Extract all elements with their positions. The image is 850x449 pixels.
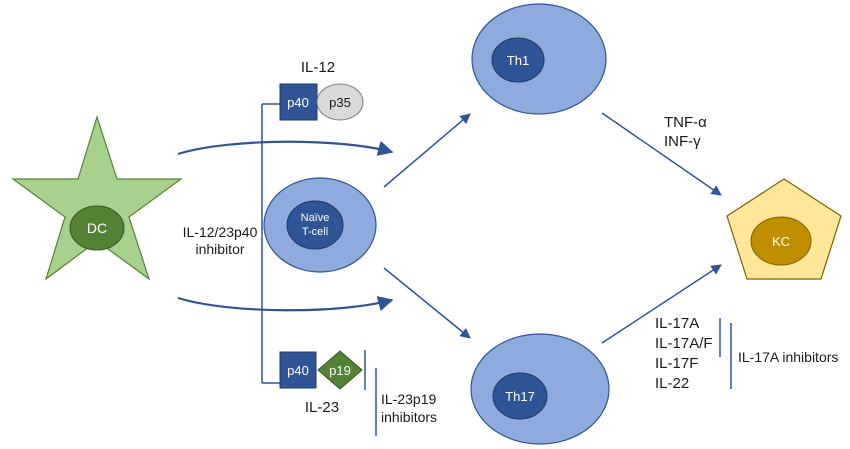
il23-title: IL-23 (305, 399, 339, 416)
th1-to-kc-arrow (601, 112, 722, 196)
il17-item: IL-17F (655, 355, 698, 372)
kc-label: KC (772, 234, 790, 249)
dc-to-tcell-upper-arc (177, 140, 394, 156)
il23-p19-label: p19 (329, 363, 351, 378)
il12-p40-box (279, 83, 318, 121)
p40-inhibitor-label-line1: IL-12/23p40 (183, 224, 258, 240)
il23-p40-box (279, 351, 317, 389)
naive-tcell-label-line2: T-cell (302, 226, 328, 238)
tnf-label: TNF-α (664, 114, 707, 131)
p19-inhibitor-label-line1: IL-23p19 (381, 391, 436, 407)
il17-inhibitor-label: IL-17A inhibitors (738, 349, 838, 365)
dc-nucleus (69, 205, 125, 251)
dc-to-tcell-lower-arc (177, 296, 394, 312)
il12-p40-label: p40 (287, 95, 309, 110)
il17-item: IL-22 (655, 375, 689, 392)
il23-p19-diamond (317, 350, 363, 390)
il12-title: IL-12 (301, 59, 335, 76)
tcell-to-th1-arrow (383, 113, 471, 188)
p40-inhibitor-label-line2: inhibitor (195, 241, 244, 257)
il12-p35-circle (316, 83, 364, 121)
naive-tcell-nucleus (286, 200, 344, 250)
il23-p40-label: p40 (287, 363, 309, 378)
il17-item: IL-17A (655, 315, 699, 332)
il12-p35-label: p35 (329, 95, 351, 110)
p19-inhibitor-label-line2: inhibitors (381, 409, 437, 425)
dc-label: DC (87, 220, 107, 236)
th17-to-kc-arrow (601, 264, 722, 344)
kc-nucleus (750, 216, 812, 266)
th17-label: Th17 (505, 389, 535, 404)
th1-label: Th1 (507, 53, 529, 68)
tcell-to-th17-arrow (383, 267, 471, 339)
dc-star (11, 115, 183, 281)
inf-label: INF-γ (664, 133, 701, 150)
naive-tcell-label-line1: Naïve (301, 212, 330, 224)
th1-nucleus (491, 37, 545, 83)
il17-item: IL-17A/F (655, 335, 713, 352)
th17-nucleus (492, 372, 548, 420)
